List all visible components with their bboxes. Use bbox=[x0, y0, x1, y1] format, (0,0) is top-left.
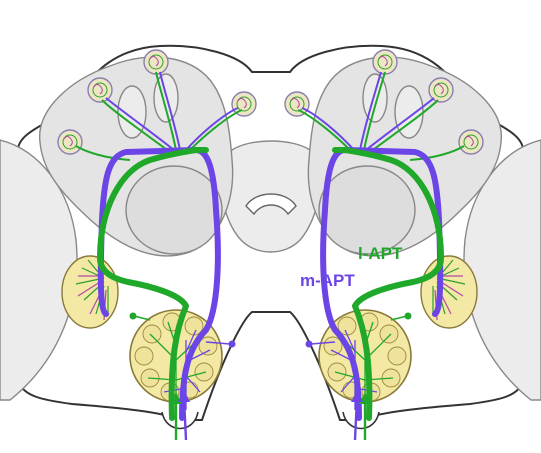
l-apt-label: l-APT bbox=[358, 244, 403, 263]
left-lateral-horn bbox=[61, 255, 119, 329]
peduncle-branches bbox=[75, 71, 465, 161]
l-apt-tract bbox=[97, 147, 444, 421]
m-apt-side-branches bbox=[205, 341, 336, 345]
l-apt-dot-right bbox=[404, 312, 412, 320]
left-lateral-lobe bbox=[0, 139, 78, 401]
l-apt-side-branches bbox=[133, 315, 408, 321]
m-apt-label: m-APT bbox=[300, 271, 355, 290]
right-lateral-lobe bbox=[463, 139, 541, 401]
m-apt-dot-left bbox=[228, 340, 236, 348]
left-neuropil-small bbox=[117, 85, 147, 139]
right-neuropil-lobe bbox=[318, 165, 416, 255]
m-apt-dot-right bbox=[305, 340, 313, 348]
input-arrows bbox=[170, 390, 371, 441]
left-neuropil-lobe bbox=[125, 165, 223, 255]
right-neuropil-small-2 bbox=[362, 73, 388, 123]
central-brain-arch bbox=[245, 193, 297, 216]
l-apt-dot-left bbox=[129, 312, 137, 320]
